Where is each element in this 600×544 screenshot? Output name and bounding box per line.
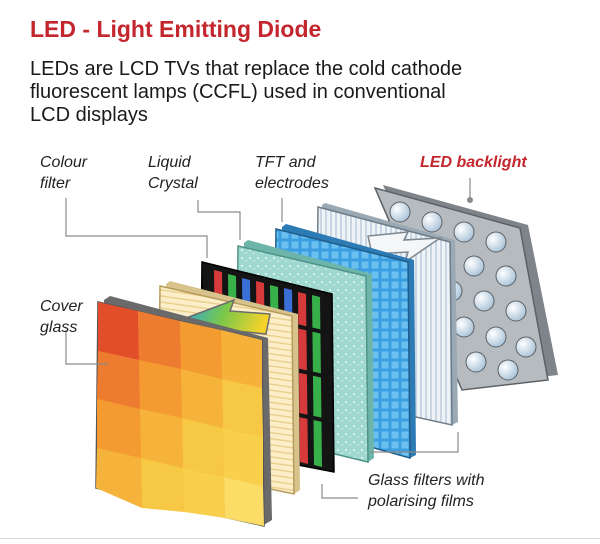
label-liquid-crystal: Liquid Crystal: [148, 154, 198, 192]
page-subtitle: LEDs are LCD TVs that replace the cold c…: [30, 58, 550, 127]
page-title: LED - Light Emitting Diode: [30, 16, 322, 42]
leader-glass-filters-a: [321, 484, 358, 499]
subtitle-line-2: fluorescent lamps (CCFL) used in convent…: [30, 81, 446, 103]
leader-lines: [65, 178, 471, 499]
label-tft-electrodes: TFT and electrodes: [255, 154, 329, 192]
leader-glass-filters-b: [370, 432, 459, 453]
subtitle-line-3: LCD displays: [30, 104, 148, 126]
leader-liquid-crystal: [197, 200, 241, 240]
label-colour-filter: Colour filter: [40, 154, 88, 192]
cover-glass-tiles: [96, 302, 264, 526]
cover-glass-layer: [95, 296, 272, 527]
label-led-backlight: LED backlight: [420, 154, 527, 171]
leader-cover-glass: [65, 330, 108, 365]
bottom-divider: [0, 538, 600, 539]
leader-colour-filter: [65, 198, 208, 258]
label-glass-filters: Glass filters with polarising films: [368, 472, 485, 510]
subtitle-line-1: LEDs are LCD TVs that replace the cold c…: [30, 58, 463, 80]
label-cover-glass: Cover glass: [40, 298, 83, 336]
led-backlight-leader-dot: [467, 197, 473, 203]
